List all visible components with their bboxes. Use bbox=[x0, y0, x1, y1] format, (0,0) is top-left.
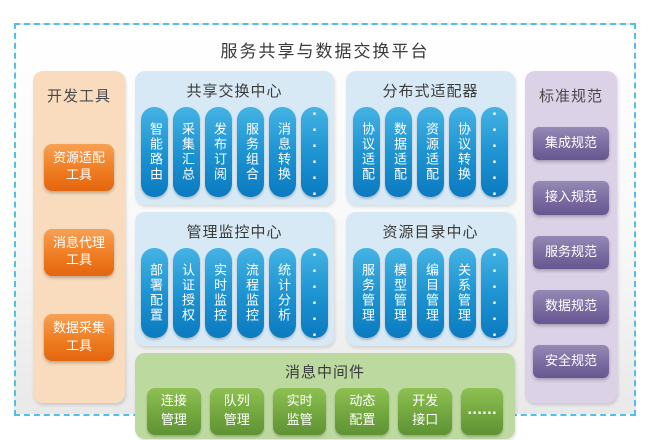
pill-item: 发布订阅 bbox=[205, 107, 232, 197]
distributed-adapter-panel: 分布式适配器 协议适配 数据适配 资源适配 协议转换 ...... bbox=[346, 71, 515, 205]
content-area: 开发工具 资源适配工具 消息代理工具 数据采集工具 共享交换中心 智能路由 采集… bbox=[16, 71, 634, 439]
share-exchange-center-items: 智能路由 采集汇总 发布订阅 服务组合 消息转换 ...... bbox=[141, 104, 328, 200]
pill-item: 部署配置 bbox=[141, 248, 168, 338]
pill-item: 编目管理 bbox=[417, 248, 444, 338]
share-exchange-center-panel: 共享交换中心 智能路由 采集汇总 发布订阅 服务组合 消息转换 ...... bbox=[135, 71, 334, 205]
pill-item: 认证授权 bbox=[173, 248, 200, 338]
pill-item: 服务管理 bbox=[353, 248, 380, 338]
pill-ellipsis-item: ...... bbox=[301, 104, 328, 200]
pill-item: 协议适配 bbox=[353, 107, 380, 197]
dev-tools-items: 资源适配工具 消息代理工具 数据采集工具 bbox=[33, 106, 125, 403]
pill-item: 模型管理 bbox=[385, 248, 412, 338]
pill-item: 资源适配 bbox=[417, 107, 444, 197]
pill-item: 统计分析 bbox=[269, 248, 296, 338]
standards-items: 集成规范 接入规范 服务规范 数据规范 安全规范 bbox=[525, 106, 617, 403]
dev-tools-title: 开发工具 bbox=[46, 87, 111, 105]
dev-tool-item: 消息代理工具 bbox=[44, 228, 114, 277]
dev-tool-item: 资源适配工具 bbox=[44, 143, 114, 192]
pill-item: 数据适配 bbox=[385, 107, 412, 197]
middleware-item: 实时监管 bbox=[272, 388, 327, 435]
distributed-adapter-items: 协议适配 数据适配 资源适配 协议转换 ...... bbox=[352, 104, 509, 200]
standards-column: 标准规范 集成规范 接入规范 服务规范 数据规范 安全规范 bbox=[525, 71, 617, 403]
message-middleware-items: 连接管理 队列管理 实时监管 动态配置 开发接口 ...... bbox=[147, 388, 503, 435]
page-title: 服务共享与数据交换平台 bbox=[220, 42, 430, 62]
share-exchange-center-title: 共享交换中心 bbox=[186, 82, 283, 100]
pill-item: 智能路由 bbox=[141, 107, 168, 197]
pill-ellipsis-item: ...... bbox=[481, 245, 508, 341]
pill-item: 协议转换 bbox=[449, 107, 476, 197]
resource-catalog-center-panel: 资源目录中心 服务管理 模型管理 编目管理 关系管理 ...... bbox=[346, 212, 515, 346]
resource-catalog-center-title: 资源目录中心 bbox=[382, 223, 479, 241]
standard-item: 服务规范 bbox=[533, 235, 609, 270]
management-monitoring-center-panel: 管理监控中心 部署配置 认证授权 实时监控 流程监控 统计分析 ...... bbox=[135, 212, 334, 346]
standards-title: 标准规范 bbox=[538, 87, 603, 105]
panel-row-middle: 管理监控中心 部署配置 认证授权 实时监控 流程监控 统计分析 ...... 资… bbox=[135, 212, 515, 346]
dev-tools-column: 开发工具 资源适配工具 消息代理工具 数据采集工具 bbox=[33, 71, 125, 403]
standard-item: 接入规范 bbox=[533, 181, 609, 215]
management-monitoring-center-title: 管理监控中心 bbox=[186, 223, 283, 241]
pill-item: 流程监控 bbox=[237, 248, 264, 338]
management-monitoring-center-items: 部署配置 认证授权 实时监控 流程监控 统计分析 ...... bbox=[141, 245, 328, 341]
message-middleware-panel: 消息中间件 连接管理 队列管理 实时监管 动态配置 开发接口 ...... bbox=[135, 353, 515, 439]
pill-ellipsis-item: ...... bbox=[481, 104, 508, 200]
middleware-item: 动态配置 bbox=[335, 388, 390, 435]
middleware-item: 连接管理 bbox=[147, 388, 201, 435]
pill-item: 实时监控 bbox=[205, 248, 232, 338]
pill-item: 关系管理 bbox=[449, 248, 476, 338]
middleware-ellipsis-item: ...... bbox=[461, 388, 503, 435]
message-middleware-title: 消息中间件 bbox=[284, 363, 365, 381]
middleware-item: 队列管理 bbox=[209, 388, 264, 435]
pill-item: 采集汇总 bbox=[173, 107, 200, 197]
middle-panels: 共享交换中心 智能路由 采集汇总 发布订阅 服务组合 消息转换 ...... 分… bbox=[135, 71, 515, 439]
dev-tool-item: 数据采集工具 bbox=[44, 313, 114, 362]
standard-item: 数据规范 bbox=[533, 290, 609, 324]
pill-item: 消息转换 bbox=[269, 107, 296, 197]
middleware-item: 开发接口 bbox=[398, 388, 453, 435]
platform-frame: 服务共享与数据交换平台 开发工具 资源适配工具 消息代理工具 数据采集工具 共享… bbox=[14, 23, 636, 439]
distributed-adapter-title: 分布式适配器 bbox=[382, 82, 479, 100]
pill-ellipsis-item: ...... bbox=[301, 245, 328, 341]
pill-item: 服务组合 bbox=[237, 107, 264, 197]
standard-item: 安全规范 bbox=[533, 344, 609, 379]
panel-row-top: 共享交换中心 智能路由 采集汇总 发布订阅 服务组合 消息转换 ...... 分… bbox=[135, 71, 515, 205]
standard-item: 集成规范 bbox=[533, 126, 609, 161]
resource-catalog-center-items: 服务管理 模型管理 编目管理 关系管理 ...... bbox=[352, 245, 509, 341]
